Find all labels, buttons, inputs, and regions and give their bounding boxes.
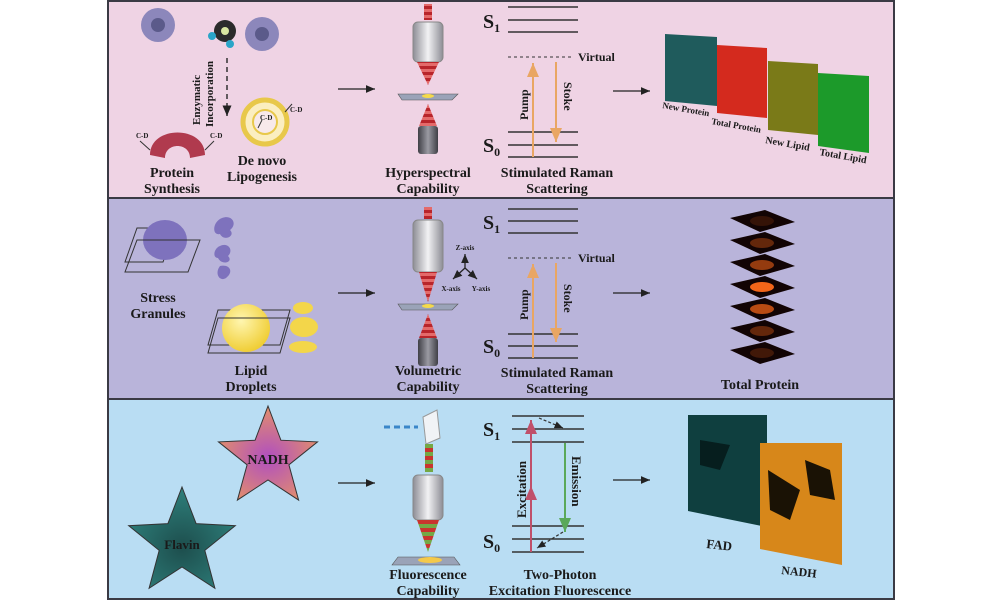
volumetric-capability-line1: Volumetric	[395, 364, 461, 379]
s0-label-3: S0	[483, 531, 500, 555]
pump-label-2: Pump	[517, 289, 531, 320]
tpef-energy-diagram	[512, 415, 584, 553]
s0-label-1: S0	[483, 135, 500, 159]
srs-caption-1-line2: Scattering	[526, 182, 587, 197]
x-axis-label: X-axis	[441, 285, 460, 293]
total-lipid-image	[818, 73, 869, 153]
lipid-droplets-line1: Lipid	[235, 364, 268, 379]
z-axis-label: Z-axis	[456, 244, 475, 252]
s1-label-3: S1	[483, 419, 500, 443]
srs-energy-diagram-1	[508, 6, 578, 158]
z-slice	[730, 232, 795, 254]
panel1-sources: Enzymatic Incorporation C-D C-D C-D C-D …	[136, 8, 302, 197]
tpef-caption-line2: Excitation Fluorescence	[489, 584, 631, 599]
z-slice-signal	[750, 348, 774, 358]
lipogenesis-line1: De novo	[238, 154, 287, 169]
virtual-label-2: Virtual	[578, 251, 616, 265]
z-slice	[730, 342, 795, 364]
srs-caption-2-line1: Stimulated Raman	[501, 366, 614, 381]
stress-granules-line2: Granules	[130, 307, 186, 322]
stress-granules-line1: Stress	[140, 291, 176, 306]
flavin-star-icon	[127, 485, 237, 590]
z-slice-signal	[750, 238, 774, 248]
flavin-label: Flavin	[164, 537, 200, 552]
cd-label-protein-left: C-D	[136, 132, 148, 140]
nadh-star-icon	[217, 404, 319, 502]
pump-label-1: Pump	[517, 89, 531, 120]
emission-label: Emission	[569, 456, 584, 507]
s1-label-1: S1	[483, 11, 500, 35]
srs-energy-diagram-2	[508, 208, 578, 359]
y-axis-label: Y-axis	[472, 285, 491, 293]
new-lipid-image	[768, 61, 818, 135]
hyperspectral-capability-line1: Hyperspectral	[385, 166, 471, 181]
lipid-droplets-line2: Droplets	[225, 380, 277, 395]
lipogenesis-line2: Lipogenesis	[227, 170, 298, 185]
incorporation-label: Incorporation	[204, 61, 216, 127]
cd-label-protein-right: C-D	[210, 132, 222, 140]
stress-granule-icon	[124, 217, 234, 280]
z-slice-signal	[750, 282, 774, 292]
excitation-label: Excitation	[514, 460, 529, 518]
stoke-label-2: Stoke	[561, 284, 575, 313]
protein-synthesis-line1: Protein	[150, 166, 194, 181]
fluorescence-capability-line1: Fluorescence	[389, 568, 467, 583]
z-slice-signal	[750, 216, 774, 226]
lipid-vesicle-icon	[240, 97, 293, 147]
xyz-axes-icon	[452, 254, 478, 280]
output-label-total-protein: Total Protein	[711, 116, 762, 135]
fluorescence-capability-line2: Capability	[396, 584, 459, 599]
enzymatic-label: Enzymatic	[191, 75, 203, 125]
protein-icon	[139, 132, 215, 158]
nadh-output-label: NADH	[781, 563, 818, 581]
tpef-caption-line1: Two-Photon	[524, 568, 597, 583]
z-slice	[730, 320, 795, 342]
s0-label-2: S0	[483, 336, 500, 360]
z-slice-signal	[750, 326, 774, 336]
srs-caption-1-line1: Stimulated Raman	[501, 166, 614, 181]
enzyme-complex-icon	[141, 8, 279, 51]
srs-caption-2-line2: Scattering	[526, 382, 587, 397]
new-protein-image	[665, 34, 717, 106]
total-protein-label: Total Protein	[721, 378, 799, 393]
z-slice	[730, 210, 795, 232]
cd-label-inner: C-D	[260, 114, 272, 122]
nadh-label: NADH	[247, 453, 288, 468]
protein-synthesis-line2: Synthesis	[144, 182, 201, 197]
total-protein-image	[717, 45, 767, 118]
output-label-new-lipid: New Lipid	[764, 135, 810, 154]
z-slice-signal	[750, 304, 774, 314]
z-stack-images	[730, 210, 795, 364]
fad-label: FAD	[706, 536, 733, 554]
virtual-label-1: Virtual	[578, 50, 616, 64]
volumetric-microscope-icon	[397, 207, 459, 366]
lipid-droplet-icon	[207, 302, 318, 354]
s1-label-2: S1	[483, 212, 500, 236]
hyperspectral-microscope-icon	[397, 4, 459, 154]
output-images-3	[688, 415, 842, 565]
output-images-1	[665, 34, 869, 153]
fluorescence-microscope-icon	[384, 409, 461, 566]
cd-label-outer: C-D	[290, 106, 302, 114]
fad-image	[688, 415, 767, 527]
z-slice-signal	[750, 260, 774, 270]
volumetric-capability-line2: Capability	[396, 380, 459, 395]
stoke-label-1: Stoke	[561, 82, 575, 111]
hyperspectral-capability-line2: Capability	[396, 182, 459, 197]
